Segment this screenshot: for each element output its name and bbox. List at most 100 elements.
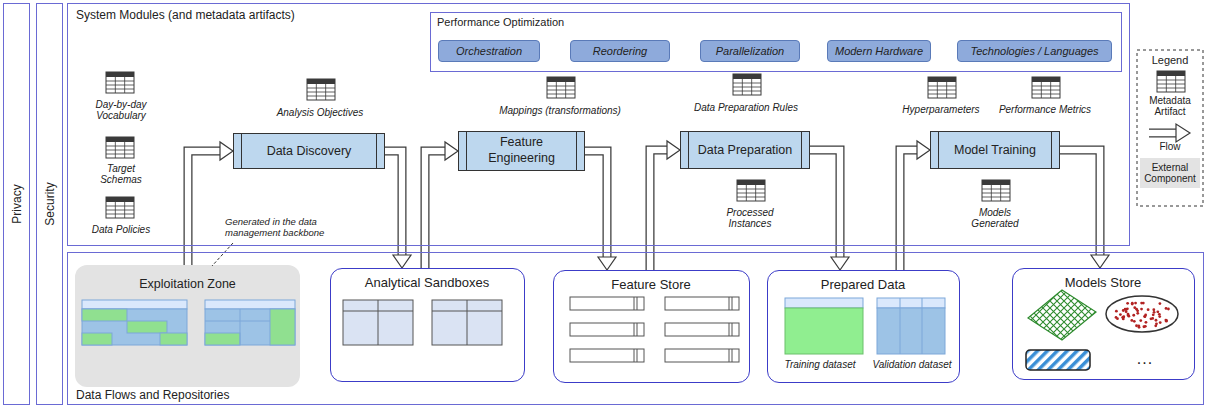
node-title: Analytical Sandboxes <box>331 275 523 290</box>
annotation: Analysis Objectives <box>250 107 390 118</box>
cluster-dot <box>1159 302 1162 305</box>
metadata-icon <box>106 137 134 158</box>
icon-grid <box>1157 76 1185 92</box>
label-slot: Target Schemas <box>91 163 151 185</box>
icon-header <box>1032 77 1060 82</box>
text-slot: Prepared Data <box>768 277 958 292</box>
icon-header <box>1157 71 1185 76</box>
node-title: Privacy <box>10 184 24 223</box>
arrow-head <box>445 142 458 160</box>
feature-vector-mark <box>729 297 732 310</box>
exploitation-table <box>205 309 295 345</box>
annotation: ... <box>1125 350 1165 368</box>
cluster-dot <box>1127 314 1130 317</box>
label-slot: Metadata Artifact <box>1139 95 1201 117</box>
node-title: Performance Optimization <box>437 16 737 28</box>
flow-arrow <box>650 141 680 270</box>
metadata-icon <box>928 77 956 98</box>
external-zone: Exploitation Zone <box>75 265 300 387</box>
flow-arrow <box>900 141 930 270</box>
exploitation-table <box>82 300 295 345</box>
text-slot: Validation dataset <box>868 359 956 370</box>
icon-grid <box>547 82 575 98</box>
flow-inner <box>810 150 840 257</box>
exploitation-table <box>82 309 187 345</box>
flow-arrow <box>385 151 411 268</box>
arrow-head <box>831 257 849 270</box>
feature-vector <box>570 297 644 310</box>
flow-outline <box>585 151 607 257</box>
legend-flow-arrow <box>1148 124 1190 142</box>
text-slot: Feature Store <box>554 277 748 292</box>
exploitation-table <box>82 333 112 345</box>
cluster-dot <box>1122 315 1125 318</box>
label-slot: Data Policies <box>81 224 161 235</box>
legend-frame <box>1137 50 1203 206</box>
optimization-pill: Technologies / Languages <box>957 40 1112 62</box>
node-title: System Modules (and metadata artifacts) <box>76 8 476 22</box>
repositories-panel: Data Flows and Repositories Exploitation … <box>67 252 1204 405</box>
cluster-dot <box>1144 325 1147 328</box>
node-title: Prepared Data <box>768 277 958 292</box>
text-slot: System Modules (and metadata artifacts) <box>76 8 476 22</box>
label-slot: ... <box>1125 350 1165 368</box>
process-box: Data Preparation <box>680 131 810 169</box>
flow-inner <box>425 151 445 268</box>
cluster-dot <box>1147 308 1150 311</box>
cluster-dot <box>1159 321 1162 324</box>
arrow-head <box>220 142 233 160</box>
cluster-dot <box>1133 320 1136 323</box>
icon-grid <box>106 202 134 218</box>
icon-body <box>106 137 134 158</box>
cluster-dot <box>1165 319 1168 322</box>
icon-header <box>737 180 765 185</box>
icon-header <box>106 197 134 202</box>
arrow-head <box>667 141 680 159</box>
annotation: Day-by-day Vocabulary <box>86 99 156 121</box>
model-hatched <box>1026 350 1090 370</box>
node-title: Data Flows and Repositories <box>76 388 476 402</box>
model-cluster <box>1106 296 1178 332</box>
node-title: Modern Hardware <box>835 45 923 57</box>
feature-vector <box>570 297 739 362</box>
annotation: Hyperparameters <box>886 104 996 115</box>
icon-grid <box>737 185 765 201</box>
model-mesh <box>1028 290 1096 340</box>
cluster-dot <box>1115 316 1118 319</box>
cluster-dot <box>1138 326 1141 329</box>
text-slot: Privacy <box>10 184 24 223</box>
legend-text: External Component <box>1140 162 1200 184</box>
feature-vector-mark <box>729 323 732 336</box>
label-slot: Hyperparameters <box>886 104 996 115</box>
node-title: Exploitation Zone <box>75 277 300 291</box>
legend-flow-arrow <box>1176 124 1190 142</box>
dataset-table <box>785 298 863 308</box>
icon-body <box>106 72 134 93</box>
cluster-dot <box>1125 310 1128 313</box>
annotation: Target Schemas <box>91 163 151 185</box>
cluster-dot <box>1115 310 1118 313</box>
flow-arrow <box>1060 150 1109 268</box>
legend-title: Legend <box>1140 54 1200 66</box>
text-slot: Training dataset <box>778 359 862 370</box>
exploitation-zone-ground <box>75 265 300 387</box>
feature-vector <box>665 323 739 336</box>
text-slot: Security <box>43 182 57 225</box>
optimization-pill: Reordering <box>570 40 670 62</box>
cluster-dot <box>1139 319 1142 322</box>
cluster-dot <box>1167 308 1170 311</box>
icon-body <box>1032 77 1060 98</box>
flow-arrow <box>188 142 233 265</box>
icon-grid <box>982 185 1010 201</box>
icon-grid <box>928 82 956 98</box>
privacy-band: Privacy <box>3 3 30 405</box>
dataset-table <box>877 298 945 308</box>
cluster-dot <box>1134 302 1137 305</box>
cluster-dot <box>1158 313 1161 316</box>
feature-vector <box>665 349 739 362</box>
icon-grid <box>106 142 134 158</box>
icon-body <box>547 77 575 98</box>
label-slot: Legend <box>1140 54 1200 66</box>
legend-frame <box>1137 50 1203 206</box>
